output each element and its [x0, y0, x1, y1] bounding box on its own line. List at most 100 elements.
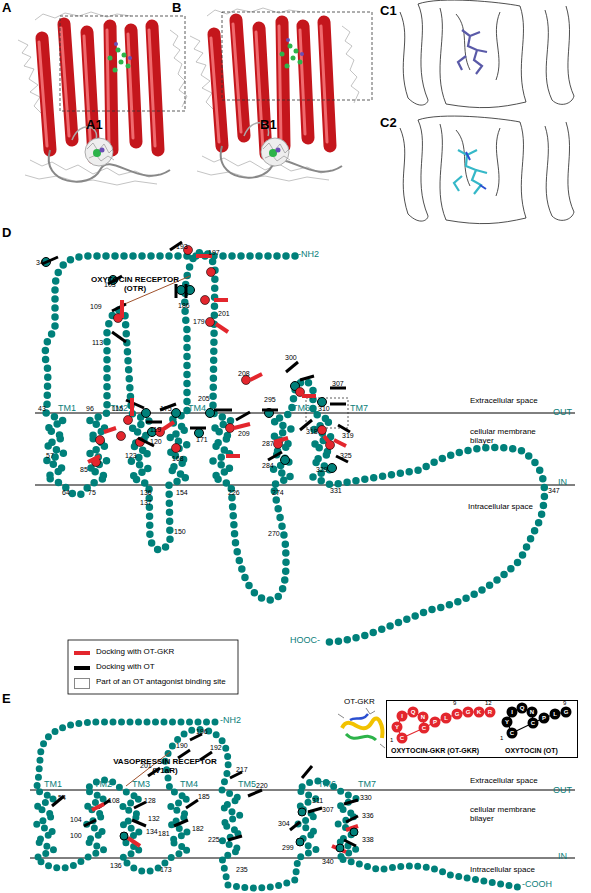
- panel-letter: B1: [260, 118, 277, 132]
- peptide-3d-icon: [346, 734, 376, 740]
- ot-gkr-docking-bar: [226, 454, 240, 458]
- region-label: TM4: [180, 780, 198, 790]
- residue-number: 136: [110, 862, 122, 870]
- ot-docking-bar: [346, 816, 358, 822]
- peptide-legend-box: OXYTOCIN-GKR (OT-GKR)OXYTOCIN (OT): [386, 700, 578, 758]
- residue-letter: R: [488, 709, 492, 716]
- residue-number: 330: [360, 794, 372, 802]
- region-label: -NH2: [298, 250, 319, 260]
- legend-swatch: [74, 666, 90, 670]
- membrane-line: [35, 485, 575, 486]
- residue-number: 173: [160, 866, 172, 874]
- ot-docking-bar: [185, 284, 188, 298]
- ot-gkr-chain: [418, 712, 429, 723]
- region-label: TM1: [44, 780, 62, 790]
- region-label: cellular membrane bilayer: [470, 806, 545, 824]
- ot-gkr-chain: [485, 707, 496, 718]
- ligand-sticks: [466, 152, 486, 189]
- residue-number: 193: [176, 243, 188, 251]
- residue-number: 57: [46, 452, 54, 460]
- region-label: Extracellular space: [470, 777, 538, 786]
- region-label: TM7: [358, 780, 376, 790]
- panel-letter: C2: [380, 116, 397, 130]
- residue-number: 201: [218, 310, 230, 318]
- ot-docking-bar: [344, 800, 358, 804]
- residue-number: 209: [238, 430, 250, 438]
- antagonist-site-box: [306, 398, 348, 428]
- ot-gkr-chain: [419, 723, 430, 734]
- ot-gkr-chain: [397, 711, 408, 722]
- ot-gkr-docking-bar: [92, 804, 104, 810]
- residue-number: 235: [236, 866, 248, 874]
- ot-docking-bar: [42, 242, 350, 462]
- ot-chain: [528, 718, 539, 729]
- ot-gkr-docking-bar: [216, 324, 228, 332]
- ot-docking-bar: [84, 820, 96, 826]
- ot-gkr-chain: [430, 717, 441, 728]
- residue-number: 319: [342, 432, 354, 440]
- receptor-ribbon-b: [190, 8, 359, 181]
- ot-gkr-docking-bar: [334, 440, 346, 446]
- residue-letter: G: [455, 711, 460, 718]
- residue-number: 132: [148, 815, 160, 823]
- region-label: TM6: [318, 780, 336, 790]
- ot-docking-bar: [42, 257, 58, 264]
- residue-index: 1: [500, 735, 503, 742]
- residue-number: 154: [176, 489, 188, 497]
- residue-number: 179: [193, 318, 205, 326]
- residue-number: 54: [58, 794, 66, 802]
- ot-gkr-chain: [392, 707, 496, 744]
- highlighted-residue: [298, 808, 306, 816]
- peptide-name: OXYTOCIN (OT): [505, 747, 558, 755]
- residue-number: 185: [198, 793, 210, 801]
- residue-number: 113: [92, 339, 103, 347]
- residue-number: 274: [272, 489, 284, 497]
- residue-number: 318: [306, 428, 318, 436]
- backbone-trace-c2: [400, 116, 574, 224]
- ot-gkr-chain: [463, 707, 474, 718]
- docking-residue: [226, 424, 235, 433]
- membrane-line: [30, 790, 575, 858]
- highlighted-residue: [142, 409, 151, 418]
- ligand-sticks: [454, 150, 487, 194]
- region-label: cellular membrane bilayer: [470, 428, 545, 446]
- legend-text: Docking with OT: [96, 663, 155, 672]
- ot-chain: [502, 703, 572, 739]
- ot-docking-bar: [308, 808, 322, 812]
- residue-letter: C: [422, 725, 426, 732]
- ot-gkr-chain: [452, 709, 463, 720]
- residue-number: 197: [208, 249, 220, 257]
- region-label: OT-GKR: [344, 698, 375, 707]
- residue-number: 311: [312, 797, 323, 805]
- ot-docking-bar: [300, 376, 314, 380]
- region-label: TM6: [292, 404, 310, 414]
- residue-number: 220: [256, 782, 268, 790]
- residue-number: 96: [86, 405, 94, 413]
- residue-number: 103: [104, 281, 116, 289]
- residue-number: 205: [198, 395, 210, 403]
- docking-residue: [124, 416, 133, 425]
- residue-number: 128: [144, 797, 156, 805]
- residue-number: 299: [282, 844, 294, 852]
- residue-number: 307: [322, 806, 334, 814]
- region-label: OUT: [553, 786, 572, 796]
- residue-number: 331: [330, 487, 342, 495]
- residue-number: 201: [140, 762, 152, 770]
- highlighted-residue: [296, 838, 304, 846]
- highlighted-residue: [281, 456, 290, 465]
- residue-letter: G: [564, 709, 569, 716]
- ot-chain: [550, 709, 561, 720]
- residue-number: 186: [178, 302, 190, 310]
- peptide-3d-icon: [350, 714, 368, 720]
- residue-number: 182: [192, 825, 204, 833]
- legend-swatch: [74, 678, 90, 689]
- residue-number: 295: [264, 396, 276, 404]
- zoom-box: [60, 16, 185, 111]
- ot-gkr-docking-bar: [324, 436, 332, 446]
- receptor-title: OXYTOCIN RECEPTOR (OTR): [80, 276, 190, 294]
- residue-number: 336: [362, 812, 374, 820]
- docking-residue: [318, 426, 327, 435]
- residue-number: 137: [140, 499, 152, 507]
- docking-residue: [207, 268, 216, 277]
